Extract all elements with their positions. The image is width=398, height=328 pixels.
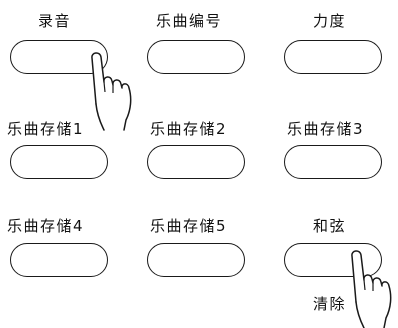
label-song-memory-3: 乐曲存储3 <box>287 120 365 138</box>
label-clear: 清除 <box>313 295 347 313</box>
pointing-hand-icon <box>91 52 132 131</box>
label-song-memory-2: 乐曲存储2 <box>150 120 228 138</box>
velocity-button[interactable] <box>284 40 382 74</box>
chord-button[interactable] <box>284 243 382 277</box>
pointing-hand-icon <box>351 250 392 328</box>
label-chord: 和弦 <box>313 217 347 235</box>
song-memory-4-button[interactable] <box>10 243 108 277</box>
label-record: 录音 <box>38 12 72 30</box>
song-memory-1-button[interactable] <box>10 145 108 179</box>
label-song-memory-1: 乐曲存储1 <box>7 120 85 138</box>
song-memory-3-button[interactable] <box>284 145 382 179</box>
label-song-memory-5: 乐曲存储5 <box>150 217 228 235</box>
song-memory-2-button[interactable] <box>147 145 245 179</box>
label-velocity: 力度 <box>313 12 347 30</box>
label-song-memory-4: 乐曲存储4 <box>7 217 85 235</box>
label-song-number: 乐曲编号 <box>156 12 223 30</box>
song-number-button[interactable] <box>147 40 245 74</box>
song-memory-5-button[interactable] <box>147 243 245 277</box>
